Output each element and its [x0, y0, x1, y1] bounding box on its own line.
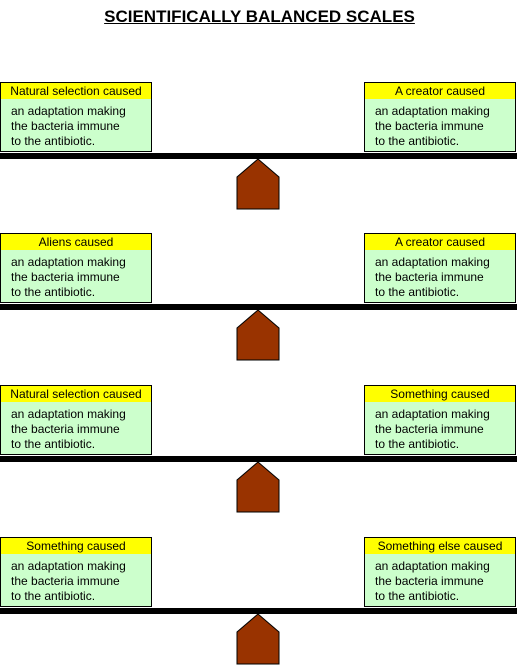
left-text-box: an adaptation making the bacteria immune…	[0, 554, 152, 607]
balance-scale-3: Natural selection caused an adaptation m…	[0, 385, 519, 517]
left-caption: Something caused	[0, 537, 152, 555]
page-title: SCIENTIFICALLY BALANCED SCALES	[104, 7, 415, 26]
right-text: an adaptation making the bacteria immune…	[375, 255, 490, 299]
right-caption: A creator caused	[364, 82, 516, 100]
left-text-box: an adaptation making the bacteria immune…	[0, 402, 152, 455]
right-text: an adaptation making the bacteria immune…	[375, 559, 490, 603]
right-text-box: an adaptation making the bacteria immune…	[364, 99, 516, 152]
left-text: an adaptation making the bacteria immune…	[11, 104, 126, 148]
left-text-box: an adaptation making the bacteria immune…	[0, 99, 152, 152]
right-caption: Something else caused	[364, 537, 516, 555]
left-caption: Natural selection caused	[0, 82, 152, 100]
balance-scale-4: Something caused an adaptation making th…	[0, 537, 519, 669]
scale-beam	[0, 456, 517, 462]
balance-scale-2: Aliens caused an adaptation making the b…	[0, 233, 519, 365]
scale-beam	[0, 304, 517, 310]
fulcrum-icon	[236, 309, 280, 361]
left-text: an adaptation making the bacteria immune…	[11, 255, 126, 299]
left-caption: Aliens caused	[0, 233, 152, 251]
right-text-box: an adaptation making the bacteria immune…	[364, 250, 516, 303]
right-text: an adaptation making the bacteria immune…	[375, 104, 490, 148]
right-text-box: an adaptation making the bacteria immune…	[364, 554, 516, 607]
fulcrum-icon	[236, 461, 280, 513]
left-text-box: an adaptation making the bacteria immune…	[0, 250, 152, 303]
right-caption: Something caused	[364, 385, 516, 403]
scale-beam	[0, 608, 517, 614]
left-caption: Natural selection caused	[0, 385, 152, 403]
right-caption: A creator caused	[364, 233, 516, 251]
fulcrum-icon	[236, 158, 280, 210]
balance-scale-1: Natural selection caused an adaptation m…	[0, 82, 519, 214]
right-text-box: an adaptation making the bacteria immune…	[364, 402, 516, 455]
scale-beam	[0, 153, 517, 159]
fulcrum-icon	[236, 613, 280, 665]
left-text: an adaptation making the bacteria immune…	[11, 407, 126, 451]
left-text: an adaptation making the bacteria immune…	[11, 559, 126, 603]
right-text: an adaptation making the bacteria immune…	[375, 407, 490, 451]
